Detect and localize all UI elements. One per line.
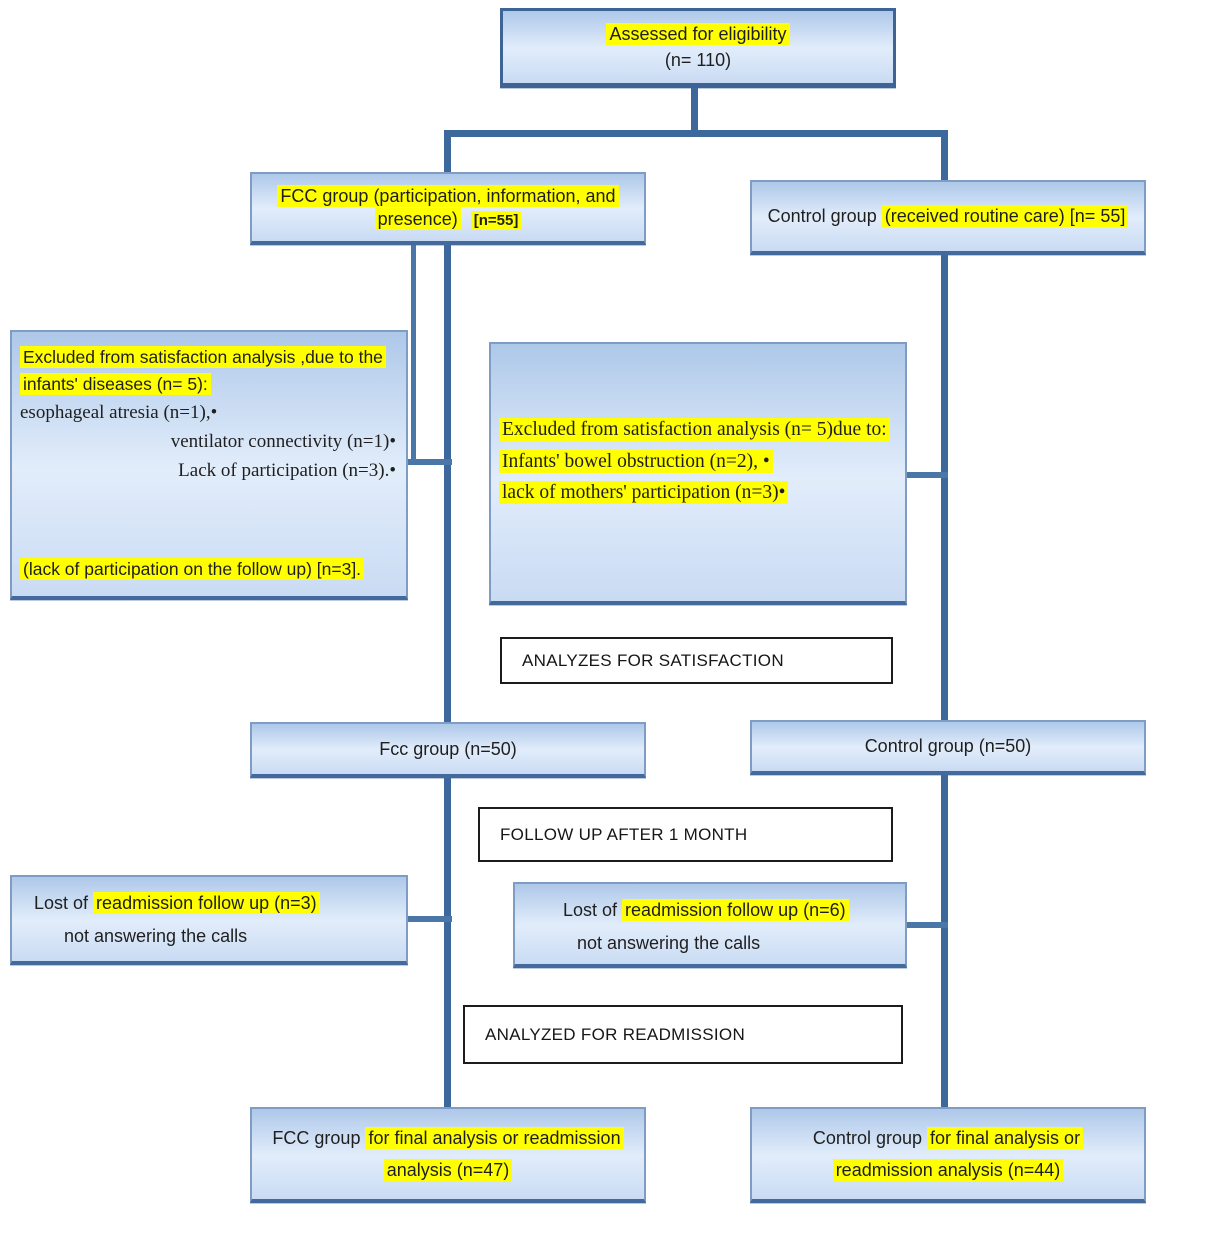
final-control-line-1: Control group for final analysis or — [813, 1126, 1084, 1149]
box-lost-readmission-control: Lost of readmission follow up (n=6) not … — [513, 882, 907, 968]
analyzed-readmission-label: ANALYZED FOR READMISSION — [485, 1024, 746, 1044]
connector-lost-left-horizontal — [405, 916, 452, 922]
excluded-mid-line-3: lack of mothers' participation (n=3)• — [499, 477, 897, 509]
connector-excluded-left-horizontal — [405, 459, 452, 465]
excluded-mid-line-2: Infants' bowel obstruction (n=2), • — [499, 446, 897, 478]
lost-mid-line-2: not answering the calls — [577, 933, 761, 954]
box-excluded-satisfaction-control: Excluded from satisfaction analysis (n= … — [489, 342, 907, 605]
excluded-left-footer: (lack of participation on the follow up)… — [20, 558, 398, 580]
excluded-mid-line-1: Excluded from satisfaction analysis (n= … — [499, 414, 897, 446]
control50-label: Control group (n=50) — [864, 736, 1032, 756]
excluded-left-item-3: Lack of participation (n=3).• — [178, 460, 396, 482]
box-assessed-eligibility: Assessed for eligibility (n= 110) — [500, 8, 896, 88]
final-fcc-line-1: FCC group for final analysis or readmiss… — [272, 1126, 624, 1149]
lost-mid-line-1: Lost of readmission follow up (n=6) — [515, 897, 905, 923]
assessed-count: (n= 110) — [664, 49, 732, 70]
box-control-final-analysis: Control group for final analysis or read… — [750, 1107, 1146, 1203]
assessed-title: Assessed for eligibility — [606, 22, 790, 45]
connector-excluded-mid-horizontal — [905, 472, 948, 478]
connector-excluded-left-elbow-vertical — [411, 245, 416, 463]
fcc-group-count: [n=55] — [470, 210, 522, 230]
box-fcc-group-50: Fcc group (n=50) — [250, 722, 646, 778]
final-fcc-line-2: analysis (n=47) — [383, 1158, 513, 1181]
fcc-group-line2: presence) [n=55] — [374, 207, 522, 230]
excluded-left-item-2: ventilator connectivity (n=1)• — [170, 431, 396, 453]
box-fcc-group: FCC group (participation, information, a… — [250, 172, 646, 245]
fcc50-label: Fcc group (n=50) — [379, 738, 517, 759]
connector-right-vertical — [941, 130, 948, 1110]
box-follow-up-1-month: FOLLOW UP AFTER 1 MONTH — [478, 807, 893, 862]
box-control-group-50: Control group (n=50) — [750, 720, 1146, 775]
box-lost-readmission-fcc: Lost of readmission follow up (n=3) not … — [10, 875, 408, 965]
connector-lost-mid-horizontal — [905, 922, 948, 928]
connector-top-stub — [691, 86, 698, 137]
connector-left-vertical — [444, 130, 451, 1110]
lost-left-line-1: Lost of readmission follow up (n=3) — [12, 890, 406, 916]
control-group-line: Control group (received routine care) [n… — [768, 205, 1129, 227]
fcc-group-line1: FCC group (participation, information, a… — [277, 184, 619, 207]
final-control-line-2: readmission analysis (n=44) — [832, 1158, 1064, 1181]
analyzes-satisfaction-label: ANALYZES FOR SATISFACTION — [522, 650, 784, 670]
box-excluded-satisfaction-fcc: Excluded from satisfaction analysis ,due… — [10, 330, 408, 600]
connector-top-horizontal — [444, 130, 948, 137]
excluded-left-header: Excluded from satisfaction analysis ,due… — [20, 344, 398, 398]
box-analyzed-for-readmission: ANALYZED FOR READMISSION — [463, 1005, 903, 1064]
followup-label: FOLLOW UP AFTER 1 MONTH — [500, 824, 748, 844]
box-fcc-final-analysis: FCC group for final analysis or readmiss… — [250, 1107, 646, 1203]
lost-left-line-2: not answering the calls — [64, 926, 248, 947]
box-control-group: Control group (received routine care) [n… — [750, 180, 1146, 255]
box-analyzes-for-satisfaction: ANALYZES FOR SATISFACTION — [500, 637, 893, 684]
excluded-left-item-1: esophageal atresia (n=1),• — [20, 402, 218, 424]
